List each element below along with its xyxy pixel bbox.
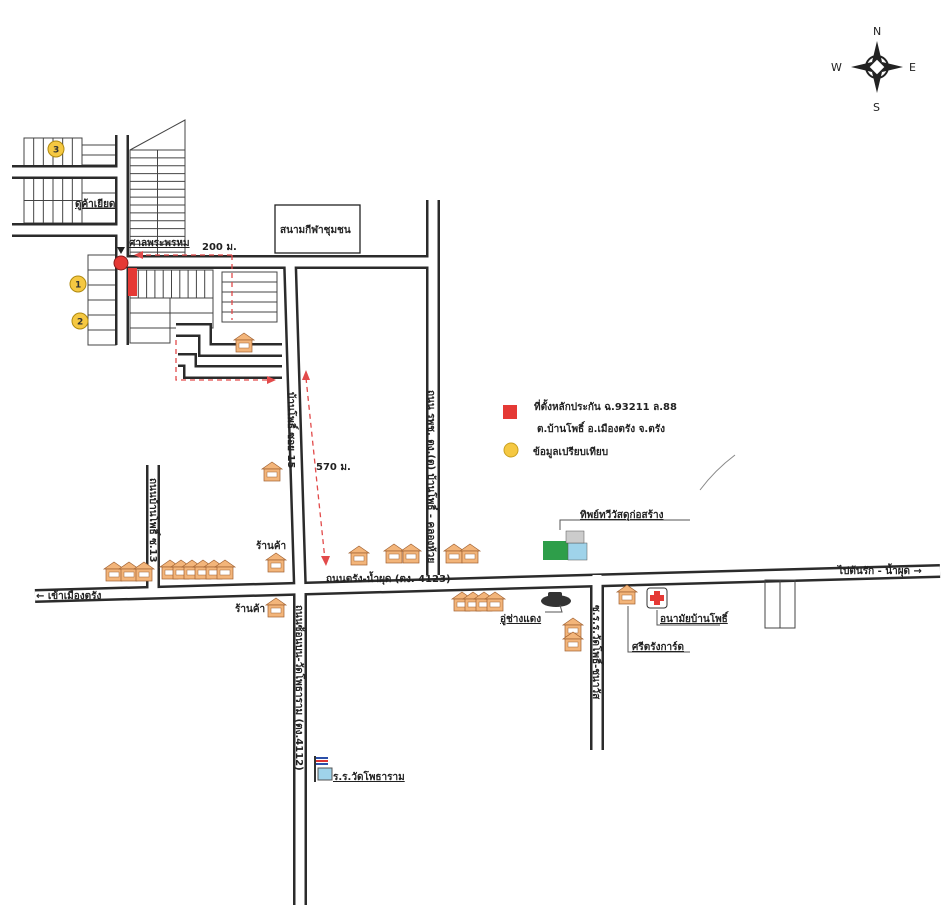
marker-number: 1 bbox=[75, 281, 81, 291]
house-icon bbox=[117, 561, 141, 582]
to-city-label: ← เข้าเมืองตรัง bbox=[36, 590, 101, 602]
shrine-marker bbox=[113, 255, 129, 271]
land-plots bbox=[23, 119, 278, 346]
rpch-road-label: ถนน รพช. ตง.(ต) บ้านโพธิ์ - คลองห้วย bbox=[425, 390, 439, 563]
garage-label: อู่ช่างแดง bbox=[500, 613, 541, 626]
comparison-markers: 1 2 3 bbox=[47, 140, 89, 330]
to-east-label: ไปต้นรัก - น้ำผุด → bbox=[837, 563, 922, 577]
plot-block bbox=[221, 271, 278, 323]
house-icon bbox=[382, 543, 406, 564]
house-icon bbox=[213, 559, 237, 580]
comparison-marker-3 bbox=[47, 140, 65, 158]
legend: ที่ตั้งหลักประกัน ฉ.93211 ล.88 ต.บ้านโพธ… bbox=[503, 399, 677, 459]
health-center-label: อนามัยบ้านโพธิ์ bbox=[660, 611, 729, 625]
road-fill bbox=[178, 355, 282, 377]
road-fill bbox=[176, 325, 282, 355]
shrine-label: ศาลพระพรหม bbox=[129, 238, 190, 249]
stadium bbox=[274, 204, 361, 254]
school-road-label: ซ.ร.ร.วัดโพธิ์-ชนาวัส bbox=[590, 605, 604, 700]
soi15-label: บ้านโพธิ์ ซอย 15 bbox=[285, 392, 299, 468]
hardware-store-icon bbox=[543, 519, 690, 561]
plot-block bbox=[129, 297, 171, 344]
south-road-label: ถนนซ้อนบน-วัดโพธาราม (ตง.4112) bbox=[293, 605, 306, 771]
building-outline bbox=[764, 579, 796, 629]
house-icon bbox=[399, 543, 423, 564]
compass-n: N bbox=[873, 25, 881, 38]
village-label: ดูค้าเยียด bbox=[75, 198, 115, 211]
house-icon bbox=[442, 543, 466, 564]
compass-rose-icon: N S E W bbox=[831, 25, 916, 114]
shop-label-2: ร้านค้า bbox=[235, 603, 265, 615]
road-fill bbox=[285, 261, 305, 905]
soi13-label: ถนนบ้านโพธิ์ ซ.13 bbox=[147, 478, 161, 563]
house-icon bbox=[347, 545, 371, 566]
health-center-icon bbox=[646, 587, 720, 626]
legend-comparison-swatch bbox=[503, 442, 519, 458]
house-icon bbox=[615, 584, 639, 605]
stadium-label: สนามกีฬาชุมชน bbox=[280, 224, 351, 236]
distance-200: 200 ม. bbox=[202, 242, 237, 253]
comparison-marker-1 bbox=[69, 275, 87, 293]
compass-w: W bbox=[831, 61, 842, 74]
house-icon bbox=[102, 561, 126, 582]
roads bbox=[12, 135, 941, 905]
legend-collateral-line1: ที่ตั้งหลักประกัน ฉ.93211 ล.88 bbox=[534, 399, 677, 413]
main-road-label: ถนนตรัง-น้ำผุด (ตง. 4123) bbox=[326, 571, 451, 585]
house-icon bbox=[483, 591, 507, 612]
marker-number: 2 bbox=[77, 318, 83, 328]
marker-number: 3 bbox=[53, 146, 59, 156]
house-icon bbox=[458, 543, 482, 564]
comparison-marker-2 bbox=[71, 312, 89, 330]
legend-comparison-label: ข้อมูลเปรียบเทียบ bbox=[533, 446, 608, 459]
road-fill bbox=[34, 566, 941, 601]
plot-block bbox=[129, 119, 186, 151]
house-icon bbox=[264, 597, 288, 618]
house-icon bbox=[132, 561, 156, 582]
shrine-pointer-icon bbox=[117, 247, 125, 254]
legend-collateral-swatch bbox=[503, 405, 517, 419]
legend-collateral-line2: ต.บ้านโพธิ์ อ.เมืองตรัง จ.ตรัง bbox=[537, 421, 665, 435]
pen-mark bbox=[699, 454, 736, 491]
house-icon bbox=[232, 332, 256, 353]
houses bbox=[102, 332, 639, 652]
guard-company-label: ศรีตรังการ์ด bbox=[632, 641, 684, 653]
hardware-store-label: ทิพย์ทวีวัสดุก่อสร้าง bbox=[580, 509, 664, 521]
compass-s: S bbox=[873, 101, 880, 114]
house-icon bbox=[561, 631, 585, 652]
route-line bbox=[134, 251, 330, 566]
distance-570: 570 ม. bbox=[316, 462, 351, 473]
car-icon bbox=[541, 592, 571, 613]
school-label: ร.ร.วัดโพธาราม bbox=[333, 770, 405, 783]
house-icon bbox=[260, 461, 284, 482]
house-icon bbox=[264, 552, 288, 573]
shop-label-1: ร้านค้า bbox=[256, 540, 286, 552]
school-flag-icon bbox=[314, 756, 333, 782]
collateral-plot bbox=[128, 268, 137, 296]
compass-e: E bbox=[909, 61, 916, 74]
